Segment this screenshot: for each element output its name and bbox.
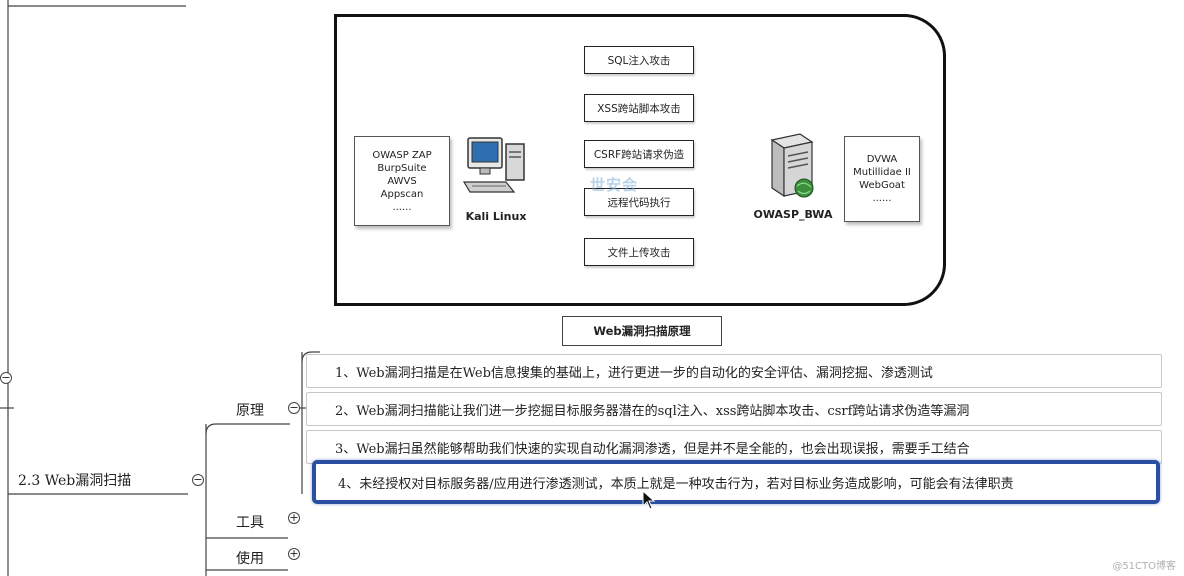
attack-file-upload: 文件上传攻击 <box>584 238 694 266</box>
child-node-tools[interactable]: 工具 <box>236 515 264 531</box>
branch-node-web-vuln-scan[interactable]: 2.3 Web漏洞扫描 <box>18 473 132 489</box>
tool-name: ...... <box>392 201 412 213</box>
tool-name: AWVS <box>387 175 417 187</box>
scanner-tools-box: OWASP ZAP BurpSuite AWVS Appscan ...... <box>354 136 450 226</box>
collapse-toggle-icon[interactable]: − <box>192 473 204 486</box>
app-name: DVWA <box>866 154 898 165</box>
target-label: OWASP_BWA <box>753 208 833 221</box>
attack-csrf: CSRF跨站请求伪造 <box>584 140 694 168</box>
mouse-cursor-icon <box>642 490 656 510</box>
tool-name: Appscan <box>380 188 424 200</box>
app-name: WebGoat <box>859 180 905 191</box>
collapse-toggle-icon[interactable]: − <box>0 371 12 384</box>
child-node-usage[interactable]: 使用 <box>236 551 264 567</box>
principle-item-2[interactable]: 2、Web漏洞扫描能让我们进一步挖掘目标服务器潜在的sql注入、xss跨站脚本攻… <box>306 392 1162 426</box>
attack-sql-injection: SQL注入攻击 <box>584 46 694 74</box>
vulnerable-apps-box: DVWA Mutillidae II WebGoat ...... <box>844 136 920 222</box>
app-name: Mutillidae II <box>853 167 911 178</box>
principle-item-1[interactable]: 1、Web漏洞扫描是在Web信息搜集的基础上，进行更进一步的自动化的安全评估、漏… <box>306 354 1162 388</box>
computer-icon <box>462 137 525 193</box>
diagram-caption: Web漏洞扫描原理 <box>562 316 722 346</box>
attack-xss: XSS跨站脚本攻击 <box>584 94 694 122</box>
expand-toggle-icon[interactable]: + <box>288 511 300 524</box>
diagram-watermark: 世安会 <box>590 176 639 194</box>
principle-item-4-selected[interactable]: 4、未经授权对目标服务器/应用进行渗透测试，本质上就是一种攻击行为，若对目标业务… <box>312 460 1160 504</box>
tool-name: BurpSuite <box>377 162 427 174</box>
tool-name: OWASP ZAP <box>372 149 432 161</box>
child-node-principle[interactable]: 原理 <box>236 403 264 419</box>
server-icon <box>770 133 814 198</box>
attack-rce: 远程代码执行 <box>584 188 694 216</box>
app-name: ...... <box>872 193 892 204</box>
attacker-label: Kali Linux <box>465 210 527 223</box>
collapse-toggle-icon[interactable]: − <box>288 401 300 414</box>
principle-item-3[interactable]: 3、Web漏扫虽然能够帮助我们快速的实现自动化漏洞渗透，但是并不是全能的，也会出… <box>306 430 1162 464</box>
expand-toggle-icon[interactable]: + <box>288 547 300 560</box>
corner-watermark: @51CTO博客 <box>1112 561 1176 572</box>
